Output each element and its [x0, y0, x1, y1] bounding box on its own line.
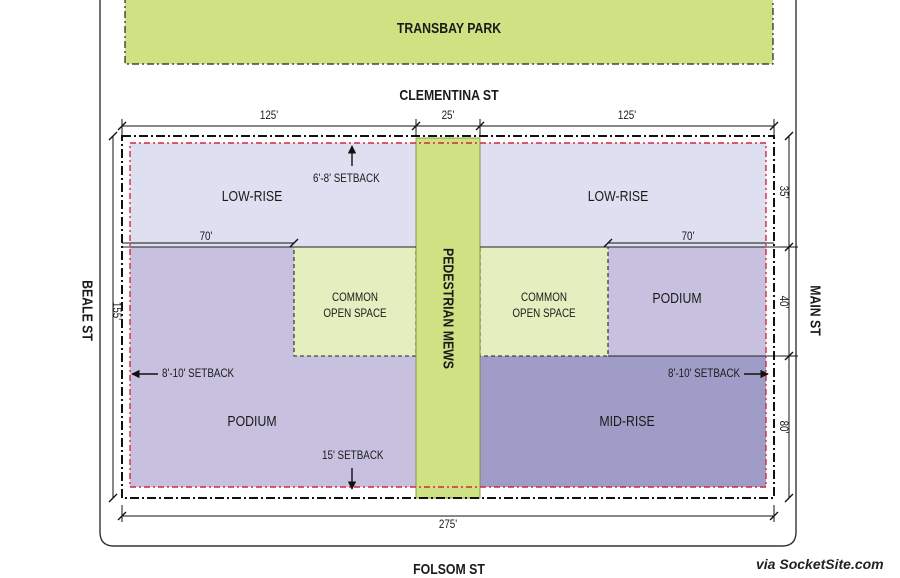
open-space-west-line1: COMMON: [332, 290, 378, 304]
low-rise-west-shape: [130, 143, 416, 247]
dimension-label: 70': [199, 229, 213, 243]
low-rise-east-label: LOW-RISE: [587, 188, 649, 205]
setback-label-east: 8'-10' SETBACK: [668, 366, 741, 380]
dimension-label: 275': [438, 517, 458, 531]
podium-west-label: PODIUM: [227, 413, 277, 430]
pedestrian-mews-label: PEDESTRIAN MEWS: [439, 248, 457, 369]
mid-rise-shape: [480, 356, 766, 487]
dimension-label: 40': [777, 295, 791, 309]
setback-line: [129, 142, 767, 488]
dimension-label: 80': [777, 420, 791, 434]
dimension-label: 25': [441, 108, 455, 122]
street-label-west: BEALE ST: [78, 280, 96, 341]
open-space-east-line2: OPEN SPACE: [512, 306, 576, 320]
open-space-east-line1: COMMON: [521, 290, 567, 304]
open-space-west-line2: OPEN SPACE: [323, 306, 387, 320]
credit-text: via SocketSite.com: [756, 556, 884, 572]
street-label-north: CLEMENTINA ST: [399, 87, 499, 104]
open-space-west-shape: [293, 246, 417, 357]
parcel-outline: [99, 0, 797, 547]
setback-label-bottom: 15' SETBACK: [322, 448, 384, 462]
transbay-park-shape: [124, 0, 774, 65]
dimension-label: 125': [617, 108, 637, 122]
dimension-label: 125': [259, 108, 279, 122]
street-label-east: MAIN ST: [806, 285, 824, 336]
dimension-label: 35': [777, 185, 791, 199]
dimension-label: 155': [110, 301, 124, 321]
open-space-east-shape: [479, 246, 609, 357]
low-rise-east-shape: [480, 143, 766, 247]
podium-east-label: PODIUM: [652, 290, 702, 307]
transbay-park-label: TRANSBAY PARK: [396, 20, 502, 37]
street-label-south: FOLSOM ST: [413, 561, 485, 578]
podium-east-shape: [608, 247, 766, 356]
mid-rise-label: MID-RISE: [599, 413, 655, 430]
pedestrian-mews-shape: [415, 137, 481, 499]
property-line: [121, 135, 775, 499]
low-rise-west-label: LOW-RISE: [221, 188, 283, 205]
dimension-label: 70': [681, 229, 695, 243]
setback-label-west: 8'-10' SETBACK: [162, 366, 235, 380]
setback-label-top: 6'-8' SETBACK: [313, 171, 380, 185]
